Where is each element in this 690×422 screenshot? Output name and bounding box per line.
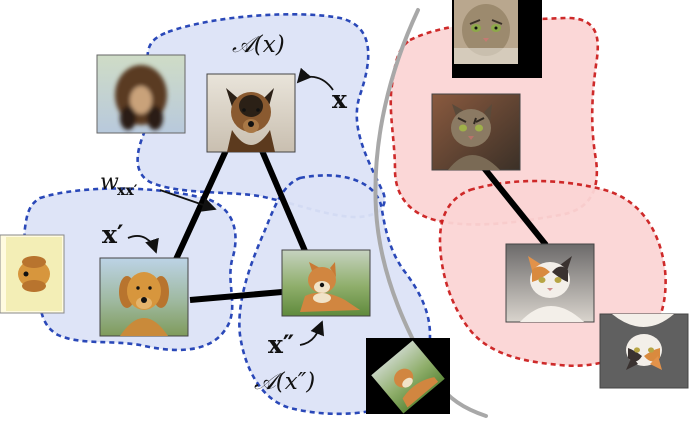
edge-x-xdprime [257,144,311,260]
image-dog-shepherd-aug [96,54,186,134]
edge-x-xprime [169,144,231,270]
arrow-weight [159,189,217,212]
image-dog-shiba-aug [366,338,450,414]
label-x-prime: x′ [102,220,124,249]
image-dog-shepherd [206,73,296,153]
image-dog-shiba [281,249,371,317]
edge-xprime-xdprime [189,289,283,303]
image-cat-calico-aug [599,313,689,389]
image-cat-calico [505,243,595,323]
arrow-x-prime [127,235,159,254]
arrow-x-dprime [299,320,325,346]
arrow-x [296,67,334,91]
label-x: x [332,85,348,114]
image-cat-tabby-top [452,0,542,78]
edge-cat-cat [481,166,549,247]
image-dog-golden-aug [0,234,65,314]
image-cat-tabby [431,93,521,171]
label-augset-xdprime: 𝒜(x″) [254,369,315,395]
label-augset-x: 𝒜(x) [232,32,285,58]
label-weight: w [100,170,119,195]
label-weight-subscript: xx′ [117,183,138,199]
image-dog-golden [99,257,189,337]
label-x-dprime: x″ [268,330,294,359]
